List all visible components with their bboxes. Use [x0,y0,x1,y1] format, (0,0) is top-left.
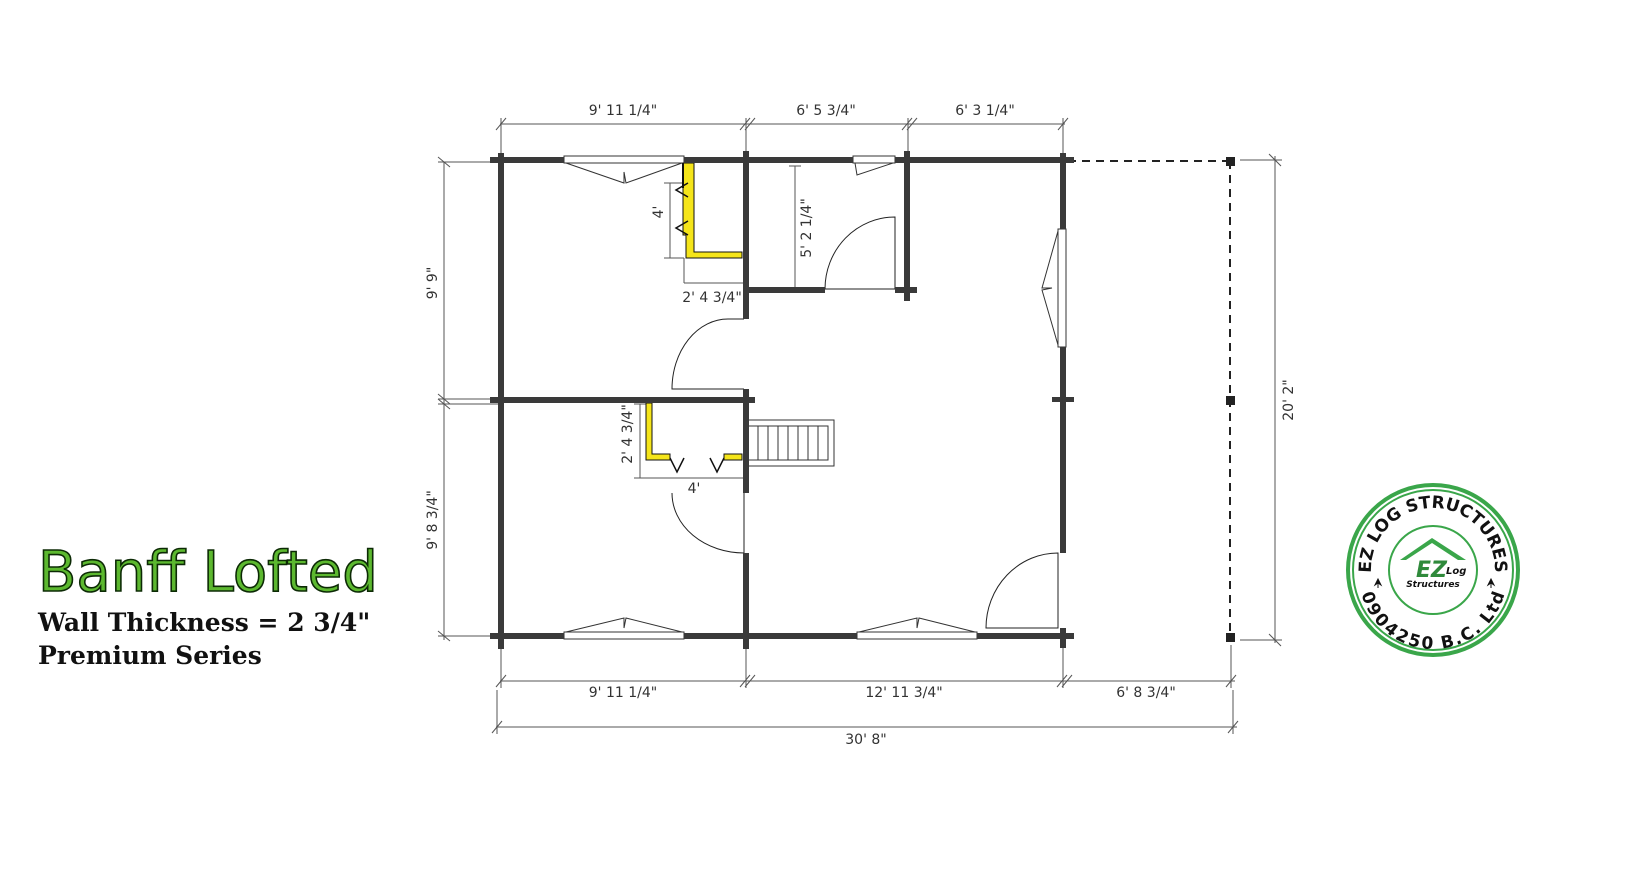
dim-bottom-mid: 12' 11 3/4" [865,685,942,701]
company-seal: EZ LOG STRUCTURES 0904250 B.C. Ltd EZ Lo… [1346,483,1520,657]
dim-bottom-right: 6' 8 3/4" [1116,685,1176,701]
windows [563,155,1067,640]
walls [490,151,1074,649]
closet-lower [645,402,671,461]
dim-top-right: 6' 3 1/4" [955,103,1015,119]
dim-closet1-width: 4' [651,206,667,219]
dim-closet2-width: 4' [688,481,701,497]
dim-left-upper: 9' 9" [425,267,441,300]
window-bath [852,155,896,164]
door-swing-bedroom1 [671,318,744,390]
dim-bath-height: 5' 2 1/4" [799,198,815,258]
porch-outline [1068,160,1231,637]
doors [671,216,1059,629]
logo-roof-icon [1400,538,1466,560]
maple-leaf-icon [1373,577,1383,588]
window-top-left [563,155,685,164]
logo-log: Log [1446,566,1466,577]
dim-top-mid: 6' 5 3/4" [796,103,856,119]
window-bottom-left [563,631,685,640]
door-swing-entry [985,552,1059,629]
dim-closet2-depth: 2' 4 3/4" [620,404,636,464]
dim-left-lower: 9' 8 3/4" [425,490,441,550]
plan-title: Banff Lofted [37,539,378,606]
stairs [747,419,835,467]
series-label: Premium Series [38,641,262,670]
door-swing-bedroom2 [671,492,745,554]
window-right [1057,228,1067,348]
dim-right-overall: 20' 2" [1281,379,1297,420]
door-swing-bath [824,216,896,290]
window-bottom-mid [856,631,978,640]
dim-top-left: 9' 11 1/4" [589,103,657,119]
logo-structures: Structures [1406,580,1460,590]
maple-leaf-icon [1486,577,1496,588]
dim-closet1-depth: 2' 4 3/4" [682,290,742,306]
dim-overall-width: 30' 8" [845,732,886,748]
closet-upper [682,162,743,259]
porch-posts [1226,157,1235,642]
title-block: Banff Lofted Wall Thickness = 2 3/4" Pre… [37,539,378,672]
logo-ez: EZ [1416,558,1448,583]
closets [645,162,743,474]
dimension-labels: 9' 11 1/4" 6' 5 3/4" 6' 3 1/4" 9' 11 1/4… [425,103,1297,748]
dim-bottom-left: 9' 11 1/4" [589,685,657,701]
dimension-lines [437,117,1282,734]
wall-thickness-label: Wall Thickness = 2 3/4" [38,608,371,637]
